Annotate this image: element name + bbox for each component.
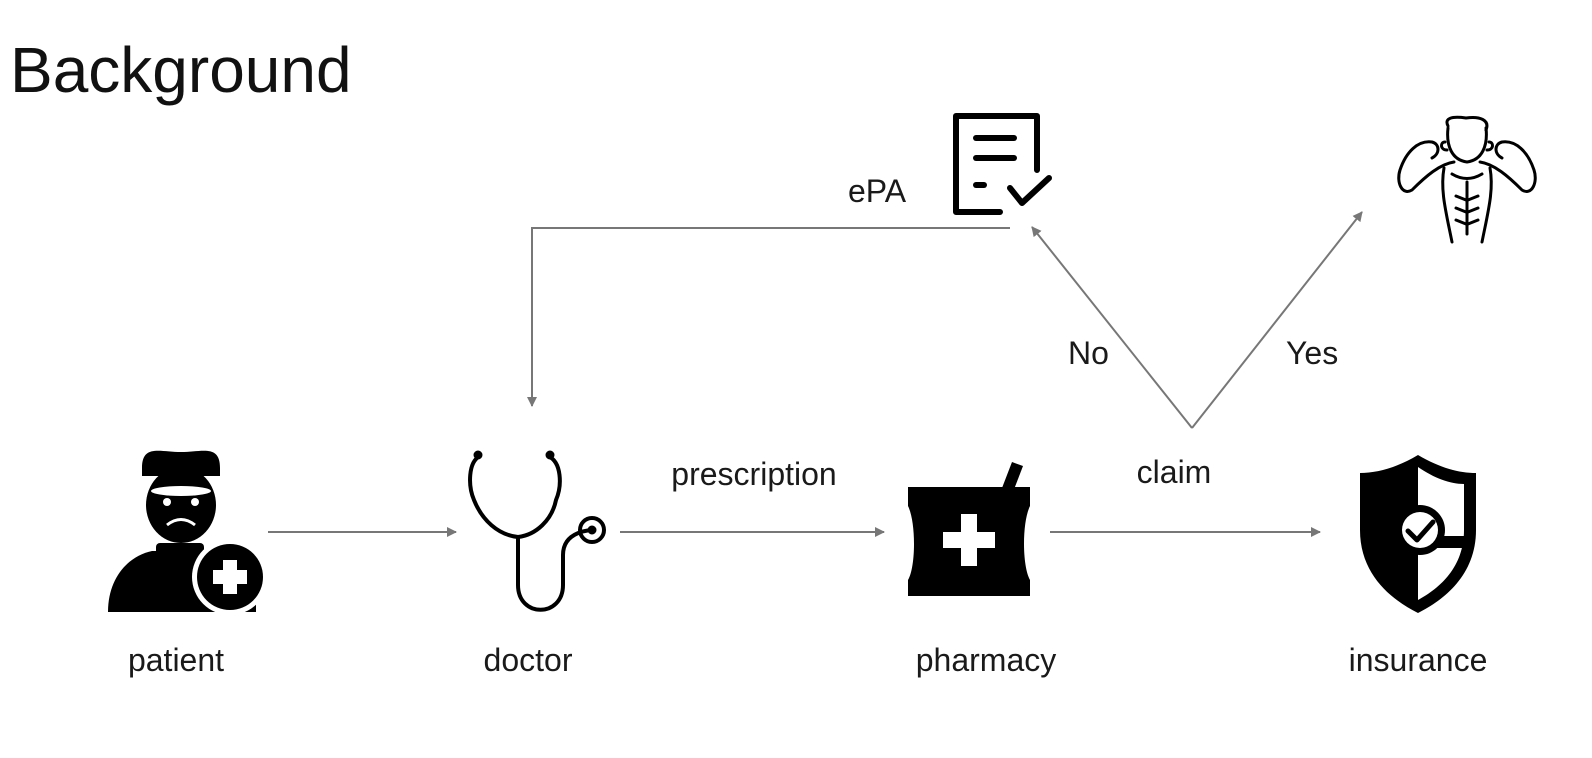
pharmacy-label: pharmacy bbox=[915, 642, 1057, 678]
insurance-label: insurance bbox=[1348, 642, 1488, 678]
sick-patient-with-plus-badge-icon bbox=[108, 450, 268, 615]
patient-label: patient bbox=[127, 642, 225, 678]
epa-edge-label: ePA bbox=[848, 173, 907, 209]
edge-epa-to-doctor bbox=[527, 227, 1010, 407]
no-edge-label: No bbox=[1068, 335, 1109, 371]
claim-edge-label: claim bbox=[1136, 454, 1212, 490]
edge-claim-yes bbox=[1191, 211, 1363, 429]
prescription-edge-label: prescription bbox=[671, 456, 837, 492]
doctor-label: doctor bbox=[483, 642, 573, 678]
checklist-document-icon bbox=[953, 113, 1052, 215]
page-title: Background bbox=[10, 34, 352, 106]
yes-edge-label: Yes bbox=[1286, 335, 1339, 371]
strong-person-flexing-icon bbox=[1397, 115, 1537, 244]
edge-claim-no bbox=[1031, 226, 1193, 429]
pharmacy-mortar-pestle-cross-icon bbox=[908, 462, 1030, 596]
stethoscope-icon bbox=[468, 450, 606, 612]
shield-check-icon bbox=[1360, 455, 1476, 613]
